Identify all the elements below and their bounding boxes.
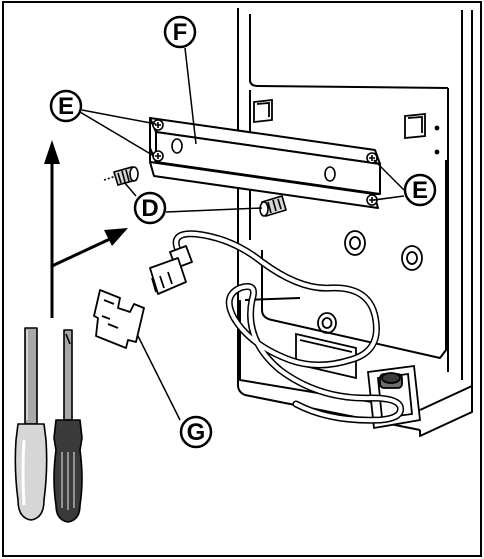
appliance-back-panel (238, 8, 472, 436)
mounting-bracket (150, 118, 380, 208)
cable-clamp (94, 290, 144, 348)
callout-f: F (165, 17, 195, 47)
callout-e-right: E (405, 175, 435, 205)
wall-anchor-right (260, 196, 286, 216)
wall-anchor-left (104, 167, 138, 185)
panel-vents (254, 100, 425, 138)
power-plug (150, 246, 192, 294)
phillips-screwdriver (54, 330, 82, 522)
power-cord (176, 234, 400, 420)
flat-screwdriver (15, 328, 46, 520)
callout-f-label: F (173, 19, 188, 46)
callout-d: D (135, 193, 165, 223)
callout-d-label: D (141, 195, 158, 222)
cable-clip (296, 334, 356, 378)
callout-g: G (181, 417, 211, 447)
callout-e-right-label: E (412, 177, 428, 204)
callout-g-label: G (187, 419, 206, 446)
panel-dots (435, 126, 440, 155)
callout-e-left: E (51, 91, 81, 121)
callout-e-left-label: E (58, 93, 74, 120)
panel-grommets (318, 231, 422, 333)
arrow-heads (44, 140, 128, 246)
